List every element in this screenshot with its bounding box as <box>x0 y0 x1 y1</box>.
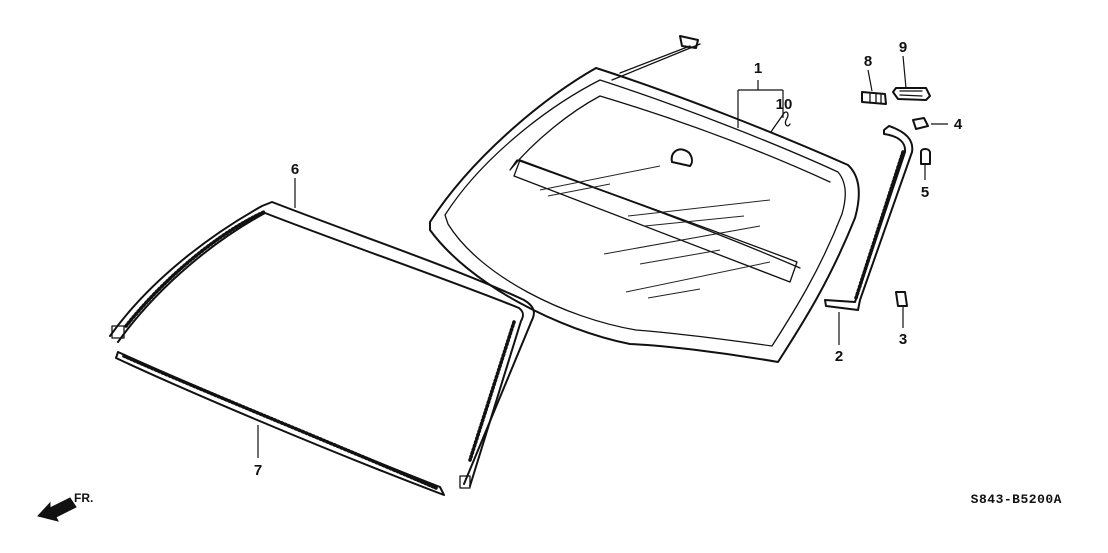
fastener[interactable] <box>920 148 931 165</box>
callout-3: 3 <box>899 331 907 348</box>
rain-sensor-bump <box>670 148 693 167</box>
callout-6: 6 <box>291 161 299 178</box>
mirror-base[interactable] <box>892 87 931 101</box>
lower-seal[interactable] <box>115 351 445 496</box>
callout-5: 5 <box>921 184 929 201</box>
callout-4: 4 <box>954 116 963 133</box>
wire-clip[interactable] <box>770 111 791 133</box>
lower-clip[interactable] <box>895 291 908 307</box>
leader-lines <box>257 55 948 458</box>
direction-label: FR. <box>74 491 93 505</box>
glass-reflection-lines <box>539 165 771 299</box>
arrow-left-icon <box>37 497 77 522</box>
callout-2: 2 <box>835 348 843 365</box>
windshield-glass[interactable] <box>429 43 860 363</box>
upper-molding-frame[interactable] <box>109 201 535 489</box>
side-molding-right[interactable] <box>824 125 914 311</box>
spacer[interactable] <box>861 91 887 105</box>
callout-8: 8 <box>864 53 872 70</box>
upper-clip[interactable] <box>912 117 929 130</box>
upper-molding-top-end[interactable] <box>679 35 699 49</box>
front-direction-indicator: FR. <box>37 491 93 522</box>
callout-1: 1 <box>754 60 762 77</box>
callout-9: 9 <box>899 39 907 56</box>
diagram-code: S843-B5200A <box>971 492 1062 507</box>
callout-10: 10 <box>776 96 793 113</box>
callout-7: 7 <box>254 462 262 479</box>
